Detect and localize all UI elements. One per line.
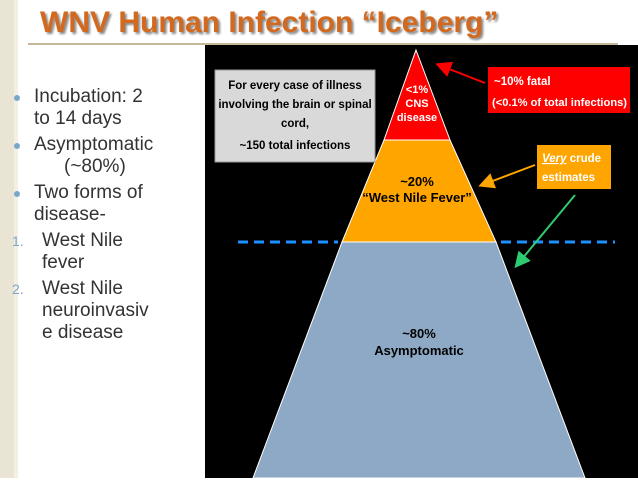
list-number: 1. (12, 233, 24, 249)
tier-middle-label: “West Nile Fever” (362, 190, 472, 205)
bullet-line: Asymptomatic (34, 134, 154, 155)
bullet-dot-icon (14, 191, 20, 197)
tier-top-shape (383, 48, 451, 141)
estimate-emphasis: Very (542, 153, 567, 165)
numbered-line: West Nile (42, 230, 123, 251)
numbered-line: fever (42, 252, 85, 273)
estimate-box-line: Very crude (542, 153, 601, 165)
bullet-list: Incubation: 2 to 14 days Asymptomatic (~… (12, 86, 202, 348)
tier-bottom-label: ~80% (402, 326, 436, 341)
left-decor-strip (0, 0, 14, 478)
tier-top-label: CNS (405, 98, 428, 110)
fatal-box-line: (<0.1% of total infections) (492, 97, 627, 109)
estimate-box-line: estimates (542, 172, 595, 184)
numbered-line: West Nile (42, 278, 123, 299)
info-box-line: cord, (281, 118, 309, 130)
iceberg-diagram: <1% CNS disease ~20% “West Nile Fever” ~… (205, 45, 638, 479)
tier-top-label: <1% (406, 84, 429, 96)
bullet-line: Incubation: 2 (34, 86, 143, 107)
tier-top-label: disease (397, 112, 437, 124)
bullet-dot-icon (14, 95, 20, 101)
tier-bottom-shape (252, 241, 586, 479)
numbered-item: 1. West Nile fever (12, 230, 202, 274)
estimate-arrow-orange (478, 164, 536, 189)
estimate-arrow-green (514, 194, 576, 269)
list-number: 2. (12, 281, 24, 297)
fatal-box (488, 67, 630, 113)
bullet-dot-icon (14, 143, 20, 149)
bullet-line: disease- (34, 204, 106, 225)
numbered-line: neuroinvasiv (42, 300, 149, 321)
fatal-arrow (435, 61, 486, 84)
info-box-line: involving the brain or spinal (218, 99, 371, 111)
bullet-item: Incubation: 2 to 14 days (12, 86, 202, 130)
title-divider (28, 43, 618, 45)
bullet-line: (~80%) (64, 156, 126, 177)
fatal-box-line: ~10% fatal (494, 76, 551, 88)
estimate-box (537, 145, 611, 189)
bullet-item: Two forms of disease- (12, 182, 202, 226)
bullet-item: Asymptomatic (~80%) (12, 134, 202, 178)
info-box (214, 69, 376, 163)
numbered-line: e disease (42, 322, 124, 343)
slide-title: WNV Human Infection “Iceberg” (40, 6, 499, 39)
bullet-line: Two forms of (34, 182, 143, 203)
info-box-line: For every case of illness (228, 80, 362, 92)
iceberg-svg: <1% CNS disease ~20% “West Nile Fever” ~… (214, 48, 630, 479)
tier-bottom-label: Asymptomatic (374, 343, 464, 358)
tier-middle-label: ~20% (400, 174, 434, 189)
bullet-line: to 14 days (34, 108, 122, 129)
left-decor-strip-inner (14, 0, 18, 478)
estimate-rest: crude (567, 153, 602, 165)
info-box-line: ~150 total infections (240, 140, 351, 152)
numbered-item: 2. West Nile neuroinvasiv e disease (12, 278, 202, 344)
